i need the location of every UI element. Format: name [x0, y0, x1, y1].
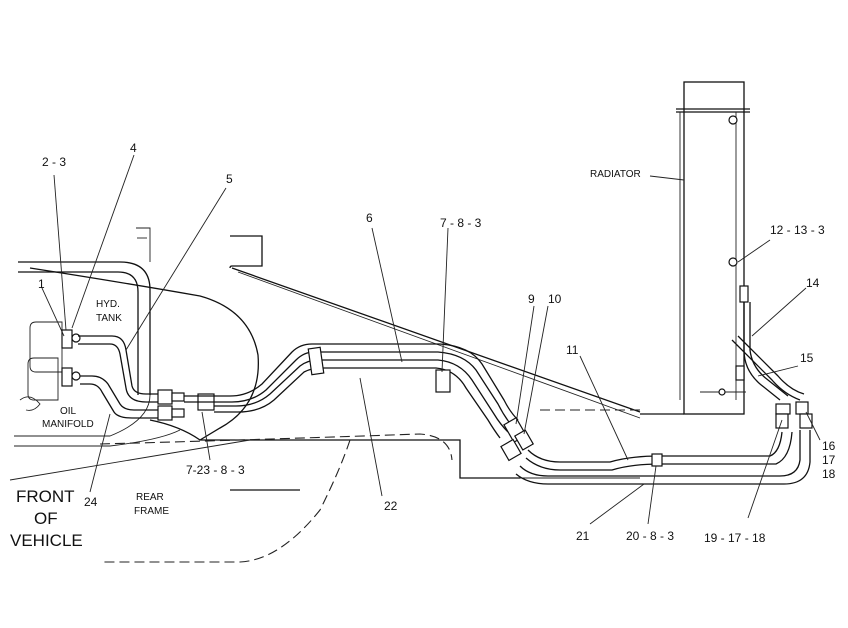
hose-6 [184, 343, 519, 427]
callout-18: 18 [822, 467, 836, 481]
front-of-vehicle-line3: VEHICLE [10, 531, 83, 550]
callout-19-17-18: 19 - 17 - 18 [704, 531, 766, 545]
callout-7-8-3: 7 - 8 - 3 [440, 216, 482, 230]
callout-10: 10 [548, 292, 562, 306]
hose-24 [80, 375, 158, 419]
callout-11: 11 [566, 343, 579, 357]
callout-4: 4 [130, 141, 137, 155]
callout-7-23-8-3: 7-23 - 8 - 3 [186, 463, 245, 477]
callout-17: 17 [822, 453, 836, 467]
hose-5 [78, 335, 160, 403]
hydraulic-tank [14, 227, 259, 447]
hose-21 [515, 430, 811, 485]
callout-5: 5 [226, 172, 233, 186]
rear-frame [99, 235, 641, 563]
callout-24: 24 [84, 495, 98, 509]
callout-12-13-3: 12 - 13 - 3 [770, 223, 825, 237]
callout-22: 22 [384, 499, 398, 513]
rear-frame-label-line1: REAR [136, 492, 164, 503]
hose-11 [525, 431, 793, 471]
callout-1: 1 [38, 277, 45, 291]
front-of-vehicle-line1: FRONT [16, 487, 75, 506]
oil-manifold-label-line1: OIL [60, 406, 77, 417]
front-of-vehicle-line2: OF [34, 509, 58, 528]
callout-20-8-3: 20 - 8 - 3 [626, 529, 674, 543]
front-couplings [157, 389, 215, 421]
line-clamps [307, 346, 451, 393]
leader-lines [9, 154, 821, 525]
radiator-feed-lines [731, 302, 813, 429]
hyd-tank-label-line2: TANK [96, 313, 122, 324]
rear-frame-label-line2: FRAME [134, 506, 169, 517]
callout-6: 6 [366, 211, 373, 225]
callout-14: 14 [806, 276, 820, 290]
callout-16: 16 [822, 439, 836, 453]
callout-9: 9 [528, 292, 535, 306]
hyd-tank-label-line1: HYD. [96, 299, 120, 310]
oil-manifold-label-line2: MANIFOLD [42, 419, 94, 430]
callout-15: 15 [800, 351, 814, 365]
couplings-9-10 [500, 417, 535, 462]
callout-2-3: 2 - 3 [42, 155, 66, 169]
oil-manifold [19, 321, 81, 411]
radiator-label: RADIATOR [590, 169, 641, 180]
radiator [640, 81, 750, 415]
callout-21: 21 [576, 529, 590, 543]
